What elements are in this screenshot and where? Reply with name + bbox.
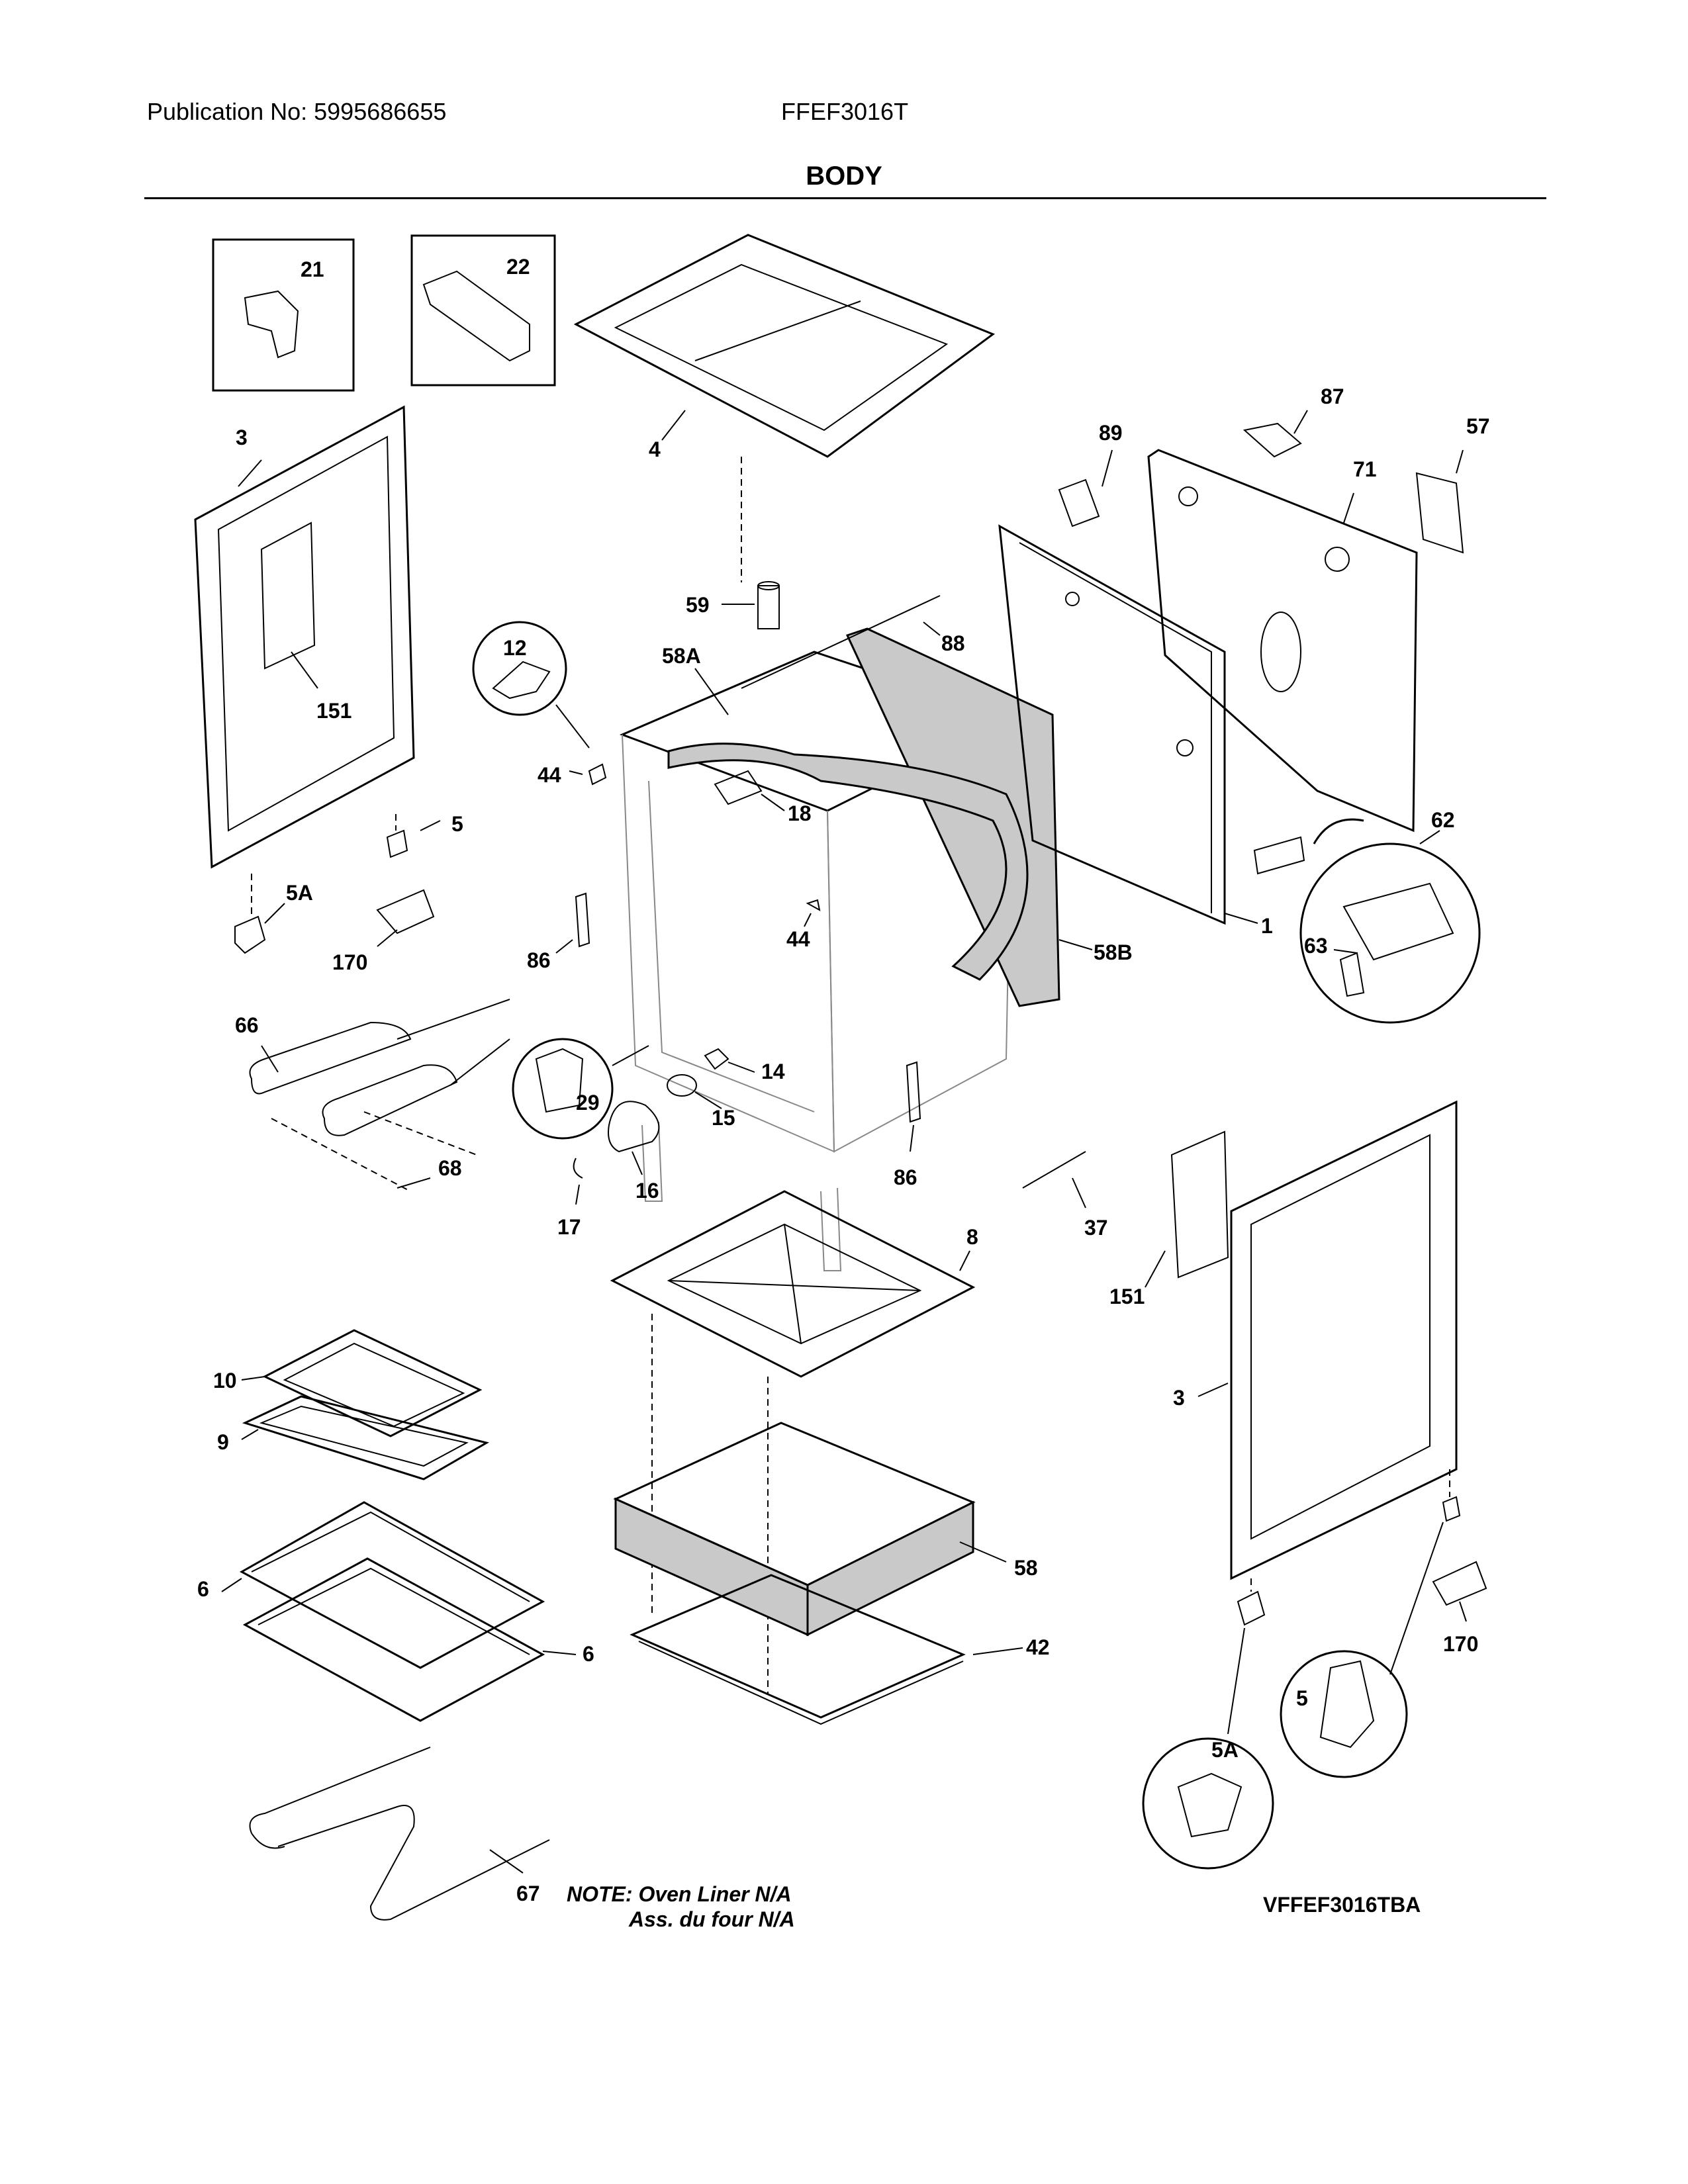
oven-light-assembly: 14 15 16 17 — [557, 1048, 785, 1239]
part-8-bottom-panel: 8 — [610, 1190, 978, 1694]
callout-57: 57 — [1466, 414, 1490, 438]
part-71-rear-cover: 71 — [1147, 449, 1418, 833]
callout-3-right: 3 — [1173, 1386, 1185, 1410]
callout-5-right: 5 — [1296, 1686, 1308, 1710]
callout-5a-left: 5A — [286, 881, 313, 905]
part-22-inset: 22 — [410, 234, 556, 387]
insulation-88-58b: 88 58B — [667, 595, 1133, 1007]
part-37-sensor: 37 — [1022, 1151, 1108, 1240]
callout-16: 16 — [635, 1179, 659, 1203]
note-line-2: Ass. du four N/A — [629, 1907, 795, 1931]
callout-12: 12 — [503, 636, 527, 660]
callout-58a: 58A — [662, 644, 701, 668]
callout-6-right: 6 — [583, 1642, 594, 1666]
callout-44-mid: 44 — [786, 927, 810, 951]
diagram-code: VFFEF3016TBA — [1263, 1893, 1421, 1917]
callout-14: 14 — [761, 1060, 785, 1083]
callout-5-left: 5 — [451, 812, 463, 836]
part-42-pan: 42 — [630, 1574, 1050, 1725]
section-title: BODY — [806, 161, 882, 191]
callout-22: 22 — [506, 255, 530, 279]
callout-87: 87 — [1321, 385, 1344, 408]
note-line-1: NOTE: Oven Liner N/A — [567, 1882, 792, 1906]
callout-8: 8 — [966, 1225, 978, 1249]
part-18-bracket: 18 — [714, 770, 812, 825]
part-58-insulation: 58 — [613, 1422, 1038, 1637]
part-86-left-rail: 86 44 — [527, 892, 821, 972]
part-86-right-rail: 86 — [894, 1061, 921, 1189]
callout-37: 37 — [1084, 1216, 1108, 1240]
callout-86-left: 86 — [527, 948, 551, 972]
callout-170-right: 170 — [1443, 1632, 1478, 1656]
part-89-bracket: 89 — [1058, 421, 1123, 527]
callout-67: 67 — [516, 1882, 540, 1905]
callout-151-right: 151 — [1109, 1285, 1145, 1308]
part-3-right-side-panel: 151 3 — [1109, 1100, 1458, 1580]
callout-21: 21 — [301, 257, 324, 281]
callout-151-left: 151 — [316, 699, 352, 723]
callout-59: 59 — [686, 593, 710, 617]
parts-5-5a-170-right: 5 5A 170 — [1142, 1469, 1487, 1870]
callout-42: 42 — [1026, 1635, 1050, 1659]
part-57-vent: 57 — [1415, 414, 1490, 554]
part-62-terminal-block: 62 63 — [1253, 808, 1481, 1024]
publication-number: Publication No: 5995686655 — [147, 98, 447, 125]
callout-66: 66 — [235, 1013, 259, 1037]
broiler-pan-10-9: 10 9 — [213, 1329, 489, 1480]
oven-racks-6: 6 6 — [197, 1501, 594, 1722]
callout-15: 15 — [712, 1106, 735, 1130]
part-66-element: 66 68 — [235, 999, 510, 1192]
part-1-back-panel: 1 — [998, 524, 1273, 938]
callout-58: 58 — [1014, 1556, 1038, 1580]
part-21-inset: 21 — [212, 238, 355, 392]
callout-170-left: 170 — [332, 950, 367, 974]
callout-4: 4 — [649, 437, 661, 461]
callout-71: 71 — [1353, 457, 1377, 481]
part-67-broil-element: 67 — [249, 1747, 550, 1921]
callout-18: 18 — [788, 801, 812, 825]
part-29-detail: 29 — [512, 1038, 649, 1140]
part-4-top-panel: 4 — [573, 234, 996, 582]
callout-63: 63 — [1304, 934, 1328, 958]
part-59-spacer: 59 — [686, 581, 780, 629]
part-12-detail: 12 — [472, 621, 590, 749]
callout-88: 88 — [941, 631, 965, 655]
callout-3-left: 3 — [236, 426, 248, 449]
callout-89: 89 — [1099, 421, 1123, 445]
callout-17: 17 — [557, 1215, 581, 1239]
callout-44-top: 44 — [538, 763, 561, 787]
callout-10: 10 — [213, 1369, 237, 1392]
callout-6-left: 6 — [197, 1577, 209, 1601]
callout-58b: 58B — [1094, 940, 1133, 964]
callout-5a-right: 5A — [1211, 1738, 1239, 1762]
callout-1: 1 — [1261, 914, 1273, 938]
callout-62: 62 — [1431, 808, 1455, 832]
parts-5-5a-170-left: 5 5A 170 — [234, 812, 463, 974]
part-3-left-side-panel: 3 151 — [194, 405, 415, 869]
part-87-clip: 87 — [1243, 385, 1344, 458]
header-rule — [144, 197, 1546, 199]
callout-9: 9 — [217, 1430, 229, 1454]
callout-29: 29 — [576, 1091, 600, 1115]
callout-68: 68 — [438, 1156, 462, 1180]
model-number: FFEF3016T — [781, 98, 909, 125]
callout-86-right: 86 — [894, 1165, 917, 1189]
